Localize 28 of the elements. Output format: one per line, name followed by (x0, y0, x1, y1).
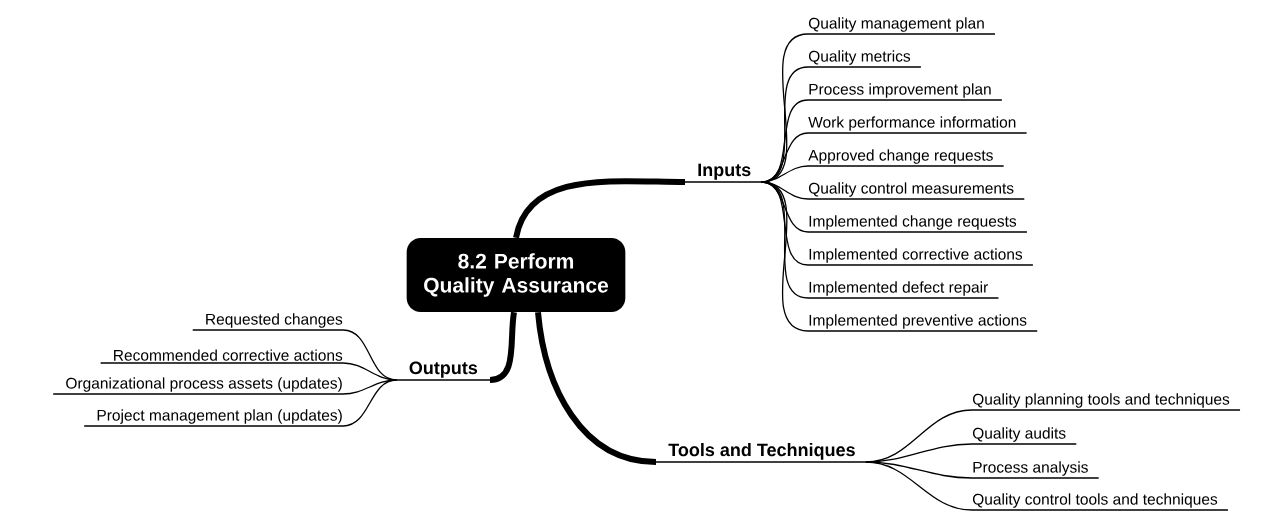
connector (342, 379, 398, 395)
topic-box: 8.2 Perform Quality Assurance (406, 238, 626, 312)
item-label: Quality planning tools and techniques (971, 393, 1241, 411)
branch-label: Inputs (684, 163, 763, 183)
item-label: Quality metrics (807, 50, 922, 68)
item-label: Implemented defect repair (807, 281, 1000, 299)
branch-connector (513, 178, 686, 239)
item-label: Organizational process assets (updates) (52, 377, 344, 395)
connector (865, 461, 973, 511)
connector (760, 181, 809, 332)
item-label: Process analysis (971, 461, 1100, 479)
item-label: Implemented corrective actions (807, 248, 1034, 266)
branch-connector (535, 311, 657, 465)
item-label: Approved change requests (807, 149, 1005, 167)
item-label: Quality audits (971, 427, 1077, 445)
connector (342, 379, 398, 427)
item-label: Recommended corrective actions (99, 349, 344, 364)
item-label: Quality control tools and techniques (971, 493, 1229, 511)
item-label: Quality management plan (807, 17, 996, 35)
item-label: Requested changes (192, 313, 344, 331)
branch-label: Outputs (395, 361, 491, 381)
item-label: Implemented preventive actions (807, 314, 1038, 332)
item-label: Project management plan (updates) (83, 409, 344, 427)
item-label: Implemented change requests (807, 215, 1028, 233)
branch-label: Tools and Techniques (655, 443, 867, 463)
item-label: Process improvement plan (807, 83, 1003, 101)
item-label: Work performance information (807, 116, 1028, 134)
item-label: Quality control measurements (807, 182, 1025, 200)
